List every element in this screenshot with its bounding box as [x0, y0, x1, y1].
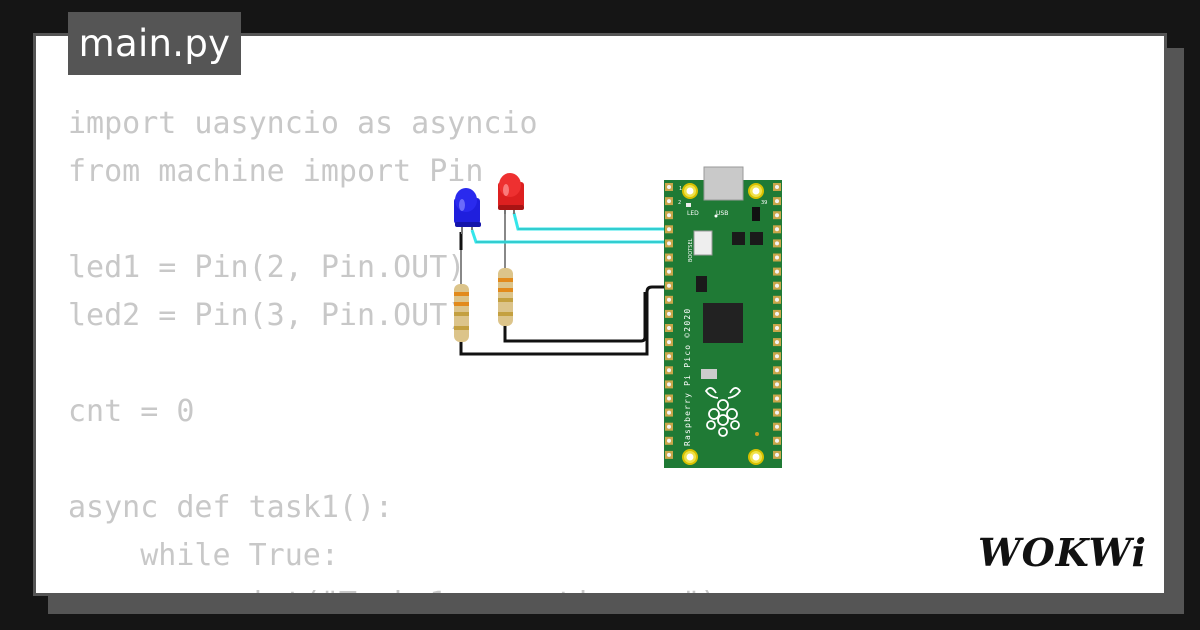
usb-connector-icon — [703, 166, 744, 201]
pin-hole — [667, 255, 671, 260]
ground-wire-1[interactable] — [459, 285, 670, 356]
wokwi-logo-text: WOKWi — [978, 530, 1147, 575]
code-line: led1 = Pin(2, Pin.OUT) — [68, 250, 466, 285]
pin-hole — [775, 283, 779, 288]
pin-hole — [667, 354, 671, 359]
led-1[interactable] — [454, 188, 481, 234]
pin-hole — [775, 297, 779, 302]
bootsel-label: BOOTSEL — [688, 238, 694, 262]
pin-hole — [775, 213, 779, 218]
bootsel-button[interactable] — [693, 230, 713, 256]
pin-hole — [667, 438, 671, 443]
pin-hole — [667, 396, 671, 401]
filename-tab[interactable]: main.py — [68, 12, 241, 75]
board-silkscreen: Raspberry Pi Pico ©2020 — [683, 308, 692, 446]
pin-hole — [775, 424, 779, 429]
pin-hole — [775, 340, 779, 345]
raspberry-pi-logo-icon — [704, 387, 742, 437]
signal-wire-led1[interactable] — [470, 229, 680, 244]
pin-hole — [667, 227, 671, 232]
led-label: LED — [687, 210, 699, 217]
pin-hole — [775, 354, 779, 359]
pico-board[interactable]: LED USB 1 2 39 BOOTSEL Raspberry Pi Pico… — [664, 166, 782, 468]
usb-label: USB — [716, 210, 728, 217]
code-line: while True: — [68, 538, 339, 573]
pin-header-left[interactable] — [665, 183, 673, 459]
pin-hole — [667, 185, 671, 189]
pin-hole — [775, 452, 779, 457]
code-line: async def task1(): — [68, 490, 394, 525]
pin-hole — [775, 438, 779, 443]
pin-1-label: 1 — [679, 186, 682, 192]
code-line: from machine import Pin — [68, 154, 484, 189]
resistor-2[interactable] — [498, 212, 513, 326]
pin-2-label: 2 — [678, 200, 681, 206]
pin-hole — [667, 199, 671, 204]
pin-hole — [667, 283, 671, 288]
pin-hole — [667, 410, 671, 415]
pin-hole — [775, 396, 779, 401]
rp2040-chip — [703, 303, 743, 343]
pin-39-label: 39 — [761, 200, 767, 206]
pin-hole — [667, 311, 671, 316]
pin-hole — [775, 227, 779, 232]
code-line: led2 = Pin(3, Pin.OUT) — [68, 298, 466, 333]
frame-bottom — [0, 614, 1200, 630]
pin-header-right[interactable] — [773, 183, 781, 459]
pin-hole — [667, 297, 671, 302]
pin-hole — [667, 368, 671, 373]
pin-hole — [667, 340, 671, 345]
pin-hole — [667, 424, 671, 429]
led-2[interactable] — [498, 173, 524, 214]
pin-hole — [775, 326, 779, 330]
resistor-1[interactable] — [454, 232, 469, 342]
code-line: cnt = 0 — [68, 394, 195, 429]
pin-hole — [775, 311, 779, 316]
code-line: import uasyncio as asyncio — [68, 106, 538, 141]
pin-hole — [667, 452, 671, 457]
preview-card — [33, 33, 1167, 596]
pin-hole — [775, 199, 779, 204]
pin-hole — [775, 241, 779, 246]
pin-hole — [775, 410, 779, 415]
card-shadow-bottom — [48, 596, 1184, 614]
pin-hole — [667, 269, 671, 274]
pin-hole — [775, 185, 779, 189]
pin-hole — [667, 382, 671, 387]
pin-hole — [667, 241, 671, 246]
wokwi-logo: WOKWi — [978, 530, 1147, 575]
pin-hole — [667, 326, 671, 330]
pin-hole — [775, 368, 779, 373]
card-border-bottom — [33, 593, 1167, 596]
pin-hole — [775, 255, 779, 260]
signal-wire-led2[interactable] — [512, 212, 680, 231]
pin-hole — [775, 269, 779, 274]
pin-hole — [667, 213, 671, 218]
ground-wire-2[interactable] — [503, 292, 647, 343]
pin-hole — [775, 382, 779, 387]
